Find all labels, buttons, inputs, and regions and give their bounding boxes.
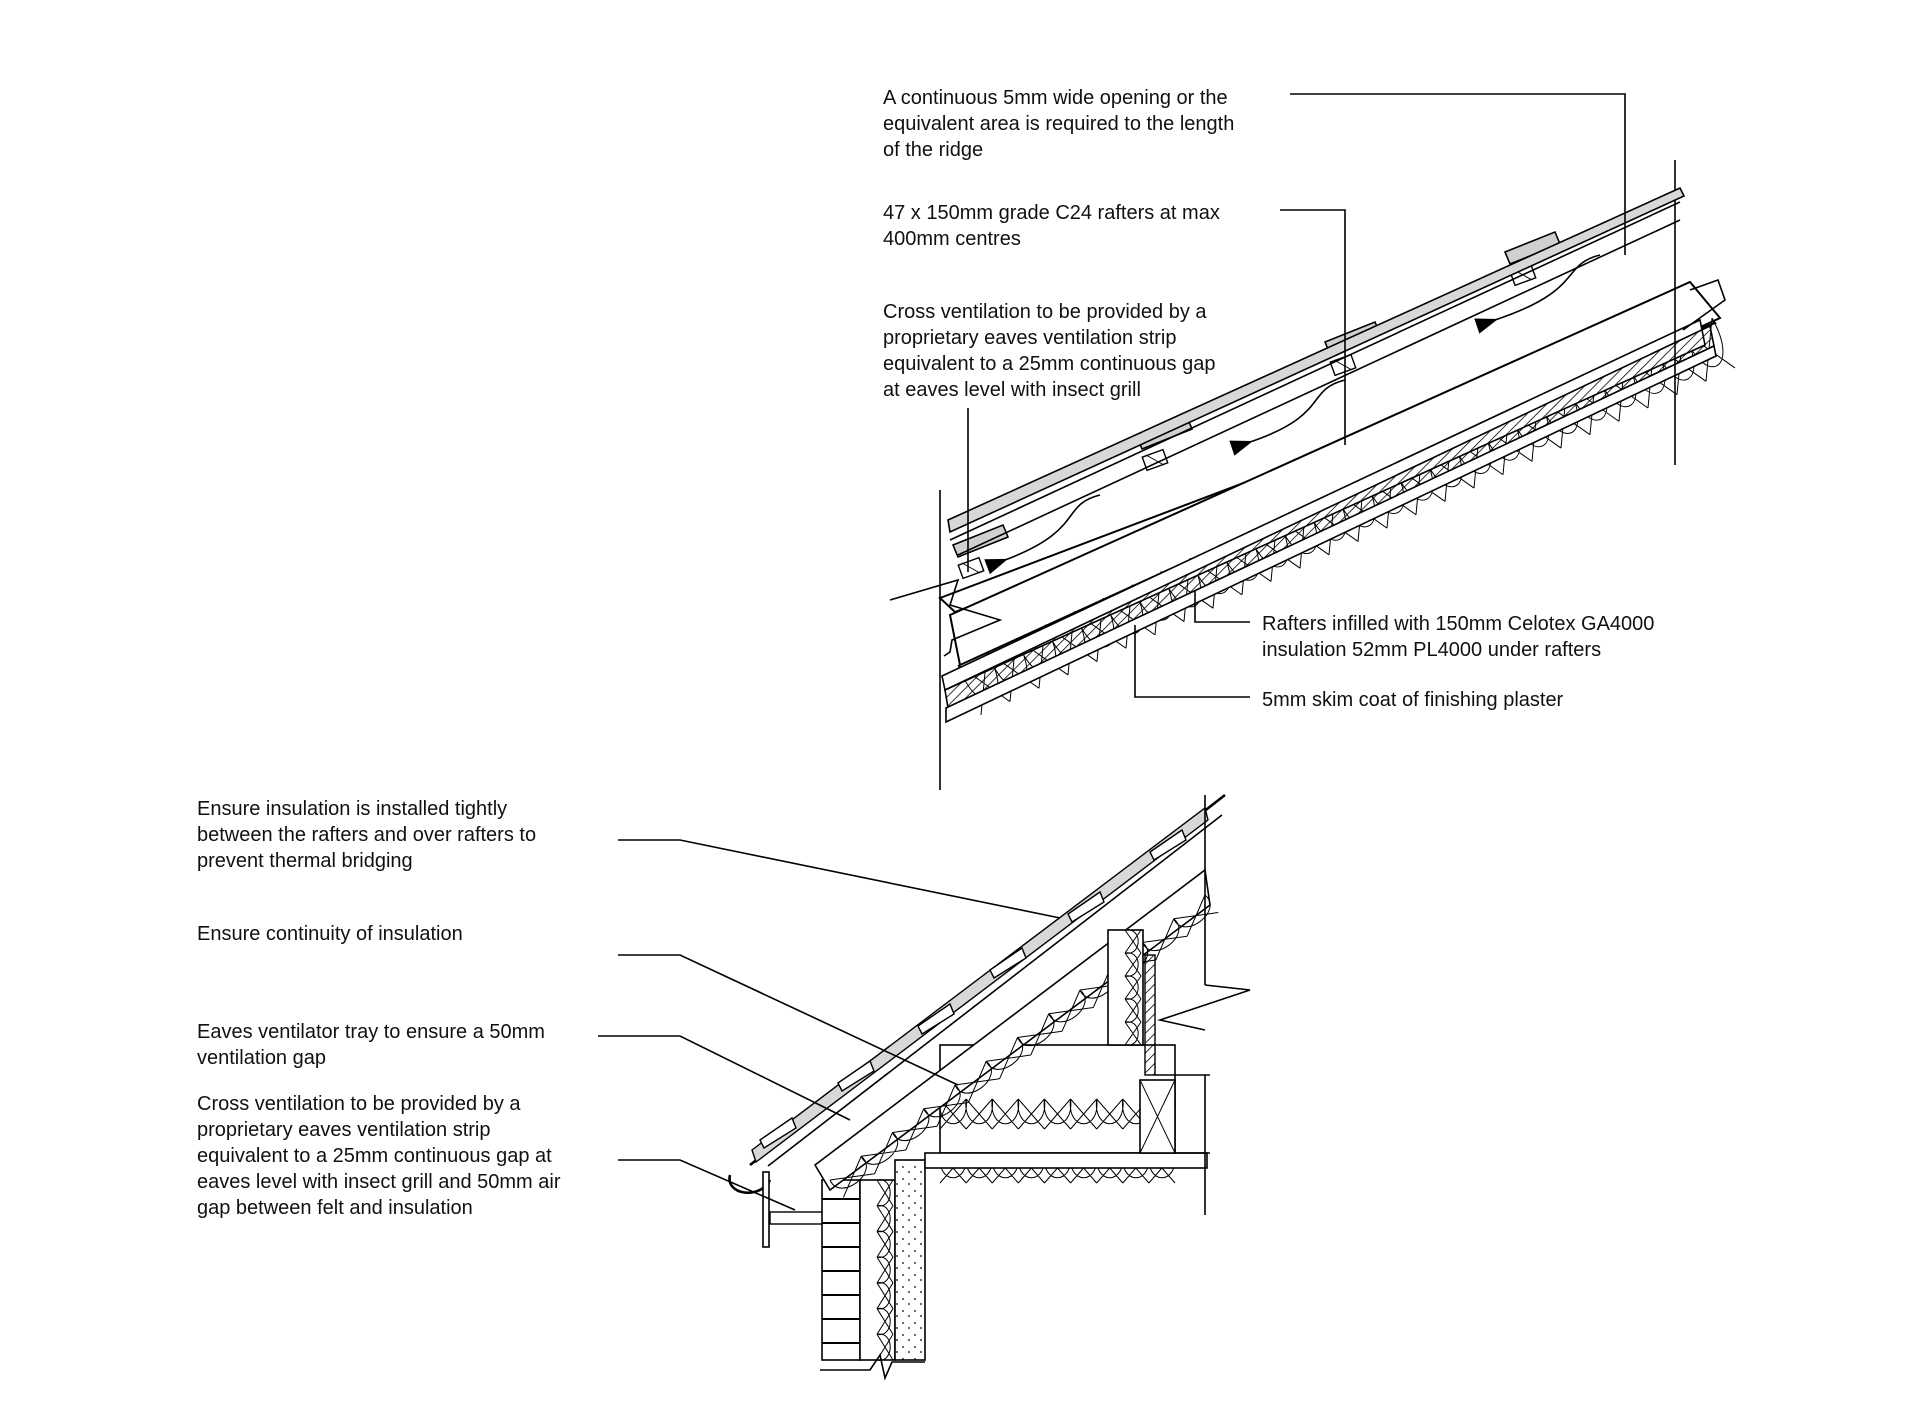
lower-note-4-line-2: proprietary eaves ventilation strip xyxy=(197,1119,490,1141)
upper-note-3-line-2: proprietary eaves ventilation strip xyxy=(883,327,1176,349)
lower-note-3-line-1: Eaves ventilator tray to ensure a 50mm xyxy=(197,1021,545,1043)
leader-eaves-tray xyxy=(598,1035,851,1121)
lower-note-4-line-5: gap between felt and insulation xyxy=(197,1197,473,1219)
inner-block-leaf xyxy=(894,1159,926,1361)
lower-tile-clip-5 xyxy=(1067,890,1105,924)
lower-note-2: Ensure continuity of insulation xyxy=(197,923,463,945)
roof-tiles xyxy=(947,186,1686,534)
lower-tile-clip-6 xyxy=(1149,828,1187,862)
lower-note-3-line-2: ventilation gap xyxy=(197,1047,326,1069)
wall-break-line xyxy=(820,1352,925,1381)
cavity-insulation xyxy=(859,1179,896,1361)
airflow-arrow-2 xyxy=(1229,379,1346,456)
upper-note-3-line-1: Cross ventilation to be provided by a xyxy=(883,301,1207,323)
upper-note-3-line-4: at eaves level with insect grill xyxy=(883,379,1141,401)
upper-note-4: Rafters infilled with 150mm Celotex GA40… xyxy=(1262,613,1654,661)
upper-note-2-line-1: 47 x 150mm grade C24 rafters at max xyxy=(883,202,1220,224)
lower-eaves-detail xyxy=(728,793,1251,1381)
upper-rafter-detail xyxy=(889,160,1736,790)
leader-tight-insulation xyxy=(618,839,1061,919)
felt-line xyxy=(957,219,1681,556)
leader-ridge-vent xyxy=(1290,93,1626,255)
lower-note-4: Cross ventilation to be provided by a pro… xyxy=(197,1093,561,1219)
lower-note-4-line-1: Cross ventilation to be provided by a xyxy=(197,1093,521,1115)
lower-tile-clip-1 xyxy=(759,1116,797,1150)
leader-celotex xyxy=(1194,590,1250,623)
airflow-arrow-3 xyxy=(1474,254,1601,334)
upper-note-5: 5mm skim coat of finishing plaster xyxy=(1262,689,1564,711)
upper-note-4-line-2: insulation 52mm PL4000 under rafters xyxy=(1262,639,1601,661)
upper-note-1-line-2: equivalent area is required to the lengt… xyxy=(883,113,1234,135)
ceiling-insulation-loops-bottom xyxy=(939,1152,1176,1184)
lower-note-3: Eaves ventilator tray to ensure a 50mm ve… xyxy=(197,1021,545,1069)
lower-note-4-line-3: equivalent to a 25mm continuous gap at xyxy=(197,1145,552,1167)
knee-wall-board xyxy=(1144,954,1156,1076)
upper-note-4-line-1: Rafters infilled with 150mm Celotex GA40… xyxy=(1262,613,1654,635)
leader-continuity xyxy=(618,954,959,1086)
leader-plaster xyxy=(1134,625,1250,698)
airflow-arrow-1 xyxy=(984,494,1101,575)
upper-note-2-line-2: 400mm centres xyxy=(883,228,1021,250)
upper-note-1-line-3: of the ridge xyxy=(883,139,983,161)
upper-notes: A continuous 5mm wide opening or the equi… xyxy=(883,87,1654,711)
soffit-board xyxy=(769,1211,826,1225)
fascia xyxy=(762,1171,770,1248)
lower-tile-clip-4 xyxy=(989,946,1027,980)
knee-wall-insulation xyxy=(1107,929,1144,1046)
tile-clip-1 xyxy=(951,523,1010,559)
lower-tile-clip-2 xyxy=(837,1059,875,1093)
lower-note-1: Ensure insulation is installed tightly be… xyxy=(197,798,536,872)
lower-note-1-line-2: between the rafters and over rafters to xyxy=(197,824,536,846)
left-break-line xyxy=(889,578,1003,657)
upper-note-3: Cross ventilation to be provided by a pro… xyxy=(883,301,1215,401)
insulation-band xyxy=(948,280,1722,667)
lower-notes: Ensure insulation is installed tightly be… xyxy=(197,798,1061,1219)
upper-note-5-line-1: 5mm skim coat of finishing plaster xyxy=(1262,689,1564,711)
lower-tile-clip-3 xyxy=(917,1002,955,1036)
lower-note-1-line-1: Ensure insulation is installed tightly xyxy=(197,798,507,820)
tiling-line-2 xyxy=(949,201,1681,541)
upper-note-1: A continuous 5mm wide opening or the equi… xyxy=(883,87,1234,161)
plasterboard xyxy=(945,344,1717,724)
leader-cross-vent xyxy=(618,1159,796,1211)
ceiling-joist xyxy=(924,1152,1208,1169)
lower-note-2-line-1: Ensure continuity of insulation xyxy=(197,923,463,945)
knee-wall-loops xyxy=(1124,929,1142,1046)
lower-note-1-line-3: prevent thermal bridging xyxy=(197,850,413,872)
upper-note-2: 47 x 150mm grade C24 rafters at max 400mm… xyxy=(883,202,1220,250)
lower-right-break xyxy=(1157,984,1251,1031)
lower-note-4-line-4: eaves level with insect grill and 50mm a… xyxy=(197,1171,561,1193)
lower-felt-line xyxy=(767,814,1223,1167)
leader-rafters xyxy=(1280,209,1346,445)
right-break-line xyxy=(1682,278,1726,331)
upper-note-1-line-1: A continuous 5mm wide opening or the xyxy=(883,87,1228,109)
cavity-insulation-loops xyxy=(876,1179,894,1361)
upper-note-3-line-3: equivalent to a 25mm continuous gap xyxy=(883,353,1215,375)
outer-brick-leaf xyxy=(821,1179,861,1361)
